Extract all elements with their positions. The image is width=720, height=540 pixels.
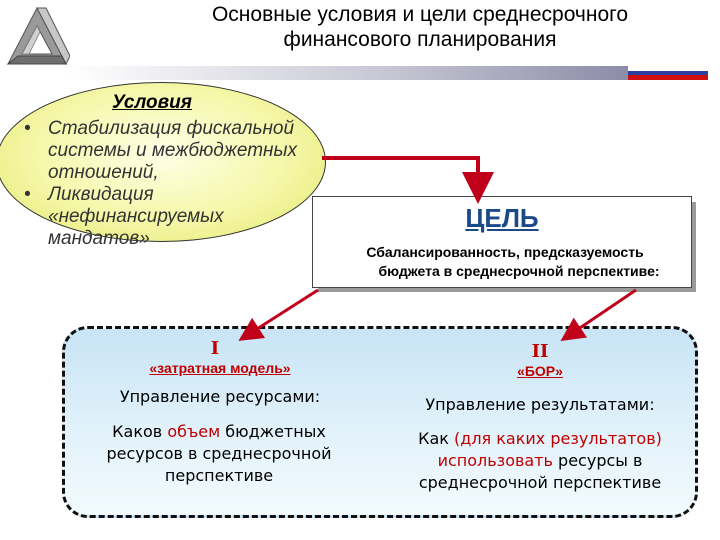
management-panel <box>62 326 698 518</box>
left-body-post: бюджетных ресурсов в среднесрочной персп… <box>106 422 332 485</box>
right-block-model: «БОР» <box>517 363 563 379</box>
condition-text: Ликвидация «нефинансируемых мандатов» <box>48 184 224 249</box>
goal-title: ЦЕЛЬ <box>465 203 539 233</box>
right-body-highlight: (для каких результатов) использовать <box>437 429 662 470</box>
left-block-heading: Управление ресурсами: <box>119 387 321 406</box>
goal-text: Сбалансированность, предсказуемость бюдж… <box>330 243 680 281</box>
page-title: Основные условия и цели среднесрочного ф… <box>211 3 629 51</box>
goal-text-line1: Сбалансированность, предсказуемость <box>366 244 644 260</box>
goal-text-line2: бюджета в среднесрочной перспективе: <box>378 263 660 279</box>
conditions-list: • Стабилизация фискальной системы и межбю… <box>20 118 310 250</box>
left-body-pre: Каков <box>112 422 168 441</box>
list-item: • Стабилизация фискальной системы и межбю… <box>20 118 310 184</box>
right-block-body: Как (для каких результатов) использовать… <box>398 428 682 494</box>
conditions-title: Условия <box>112 92 192 113</box>
right-body-post: ресурсы в среднесрочной перспективе <box>418 451 662 492</box>
goal-box <box>312 196 692 288</box>
right-block-heading: Управление результатами: <box>425 395 655 414</box>
header-stripe <box>68 66 708 80</box>
condition-to-goal-arrow <box>322 156 494 204</box>
left-body-highlight: объем <box>167 422 221 441</box>
left-block-number: I <box>210 338 220 359</box>
left-block-body: Каков объем бюджетных ресурсов в среднес… <box>88 421 350 487</box>
condition-text: Стабилизация фискальной системы и межбюд… <box>48 118 297 183</box>
bullet-icon: • <box>24 118 31 139</box>
impossible-triangle-logo <box>6 6 70 66</box>
left-block-model: «затратная модель» <box>149 360 291 376</box>
list-item: • Ликвидация «нефинансируемых мандатов» <box>20 184 310 250</box>
right-body-pre: Как <box>418 429 455 448</box>
right-block-number: II <box>531 341 549 362</box>
bullet-icon: • <box>24 184 31 205</box>
